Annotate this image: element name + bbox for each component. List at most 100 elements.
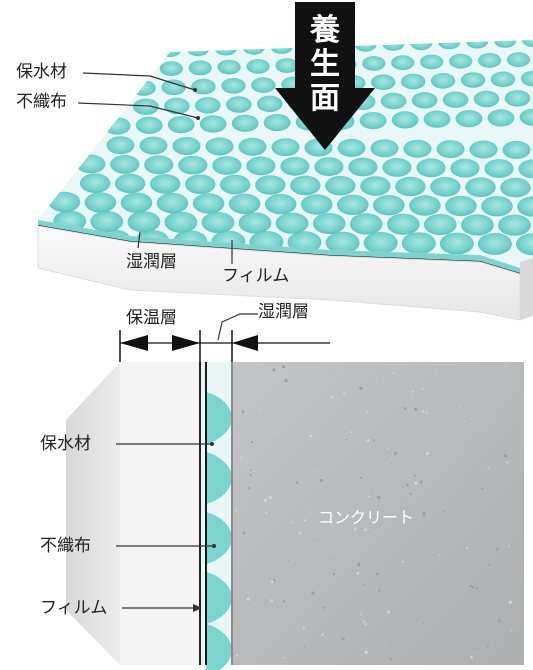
water-retaining-dot (382, 40, 405, 51)
label-concrete: コンクリート (318, 508, 415, 527)
label-nonwoven-top: 不織布 (16, 92, 67, 112)
concrete-speckle (277, 414, 280, 417)
concrete-speckle (248, 486, 251, 490)
concrete-speckle (328, 516, 330, 518)
water-retaining-dot (191, 78, 216, 95)
water-retaining-dot (228, 193, 261, 214)
water-retaining-dot (76, 154, 106, 174)
water-retaining-lobes (206, 392, 232, 670)
water-retaining-lobe (206, 572, 232, 624)
water-retaining-dot (127, 211, 161, 233)
water-retaining-dot (430, 73, 456, 89)
concrete-speckle (475, 587, 479, 590)
concrete-speckle (241, 410, 245, 414)
concrete-speckle (387, 447, 390, 450)
water-retaining-dot (498, 214, 531, 236)
concrete-speckle (287, 559, 290, 562)
concrete-speckle (268, 495, 272, 500)
concrete-speckle (488, 564, 490, 566)
concrete-speckle (421, 387, 424, 390)
concrete-speckle (311, 648, 313, 650)
water-retaining-dot (401, 232, 436, 255)
concrete-speckle (401, 560, 404, 563)
concrete-speckle (393, 533, 395, 535)
water-retaining-dot (349, 213, 383, 235)
water-retaining-dot (48, 191, 81, 213)
water-retaining-dot (195, 97, 221, 114)
water-retaining-dot (257, 95, 283, 113)
water-retaining-dot (214, 41, 237, 56)
concrete-speckle (243, 531, 246, 535)
concrete-speckle (253, 470, 255, 473)
water-retaining-dot (409, 195, 441, 216)
water-retaining-dot (185, 174, 216, 195)
concrete-speckle (414, 407, 418, 411)
concrete-speckle (425, 411, 428, 414)
concrete-speckle (414, 481, 418, 485)
concrete-speckle (345, 439, 348, 441)
concrete-speckle (419, 480, 423, 484)
water-retaining-dot (231, 114, 259, 132)
concrete-speckle (377, 495, 381, 499)
leader-wet-layer-top (137, 231, 141, 249)
concrete-speckle (414, 474, 416, 477)
concrete-speckle (387, 610, 390, 614)
concrete-speckle (459, 405, 462, 408)
water-retaining-dot (238, 137, 267, 156)
concrete-speckle (390, 463, 393, 465)
concrete-speckle (291, 521, 294, 524)
concrete-speckle (361, 528, 363, 530)
concrete-speckle (470, 656, 473, 659)
concrete-speckle (249, 474, 252, 477)
water-retaining-dot (90, 210, 124, 233)
dim-arrow-left (120, 335, 148, 351)
water-retaining-dot (114, 173, 146, 194)
water-retaining-dot (238, 212, 272, 234)
water-retaining-dot (380, 92, 407, 110)
concrete-speckle (372, 439, 375, 442)
concrete-speckle (313, 538, 316, 540)
concrete-speckle (255, 413, 257, 415)
insulation-block-side (66, 362, 120, 665)
concrete-speckle (401, 496, 403, 498)
concrete-speckle (302, 626, 305, 629)
concrete-speckle (443, 510, 445, 513)
water-retaining-dot (133, 98, 159, 115)
concrete-speckle (473, 647, 476, 650)
water-retaining-dot (84, 192, 117, 213)
leader-nonwoven (77, 102, 199, 119)
concrete-speckle (510, 629, 512, 632)
arrow-char-2: 生 (310, 47, 340, 82)
water-retaining-dot (430, 177, 461, 197)
water-retaining-dot (220, 174, 251, 195)
concrete-speckle (471, 585, 475, 589)
water-retaining-dot (246, 156, 276, 176)
top-perspective-view (37, 2, 533, 321)
water-retaining-dot (135, 116, 163, 134)
concrete-speckle (425, 452, 429, 456)
arrow-char-1: 養 (310, 13, 340, 48)
concrete-speckle (283, 656, 286, 659)
water-retaining-dot (516, 233, 533, 256)
concrete-speckle (350, 431, 352, 434)
sheet-edge-teal (38, 220, 520, 274)
water-retaining-dot (395, 176, 426, 197)
water-retaining-dot (312, 212, 346, 235)
concrete-speckle (329, 373, 331, 375)
label-nonwoven-section: 不織布 (40, 536, 91, 556)
water-retaining-dot (271, 138, 300, 157)
water-retaining-dot (502, 140, 531, 159)
water-retaining-dot (337, 138, 366, 157)
dim-arrow-wet (232, 335, 258, 351)
concrete-speckle (303, 519, 307, 522)
label-water-retaining-section: 保水材 (40, 434, 91, 454)
concrete-speckle (239, 438, 241, 440)
water-retaining-dot (469, 140, 498, 159)
water-retaining-dot (391, 111, 419, 129)
concrete-speckle (508, 517, 509, 519)
concrete-speckle (489, 533, 491, 535)
concrete-speckle (366, 411, 369, 414)
water-retaining-dot (436, 140, 465, 159)
water-retaining-lobe (206, 624, 232, 670)
water-retaining-dot (504, 90, 531, 107)
